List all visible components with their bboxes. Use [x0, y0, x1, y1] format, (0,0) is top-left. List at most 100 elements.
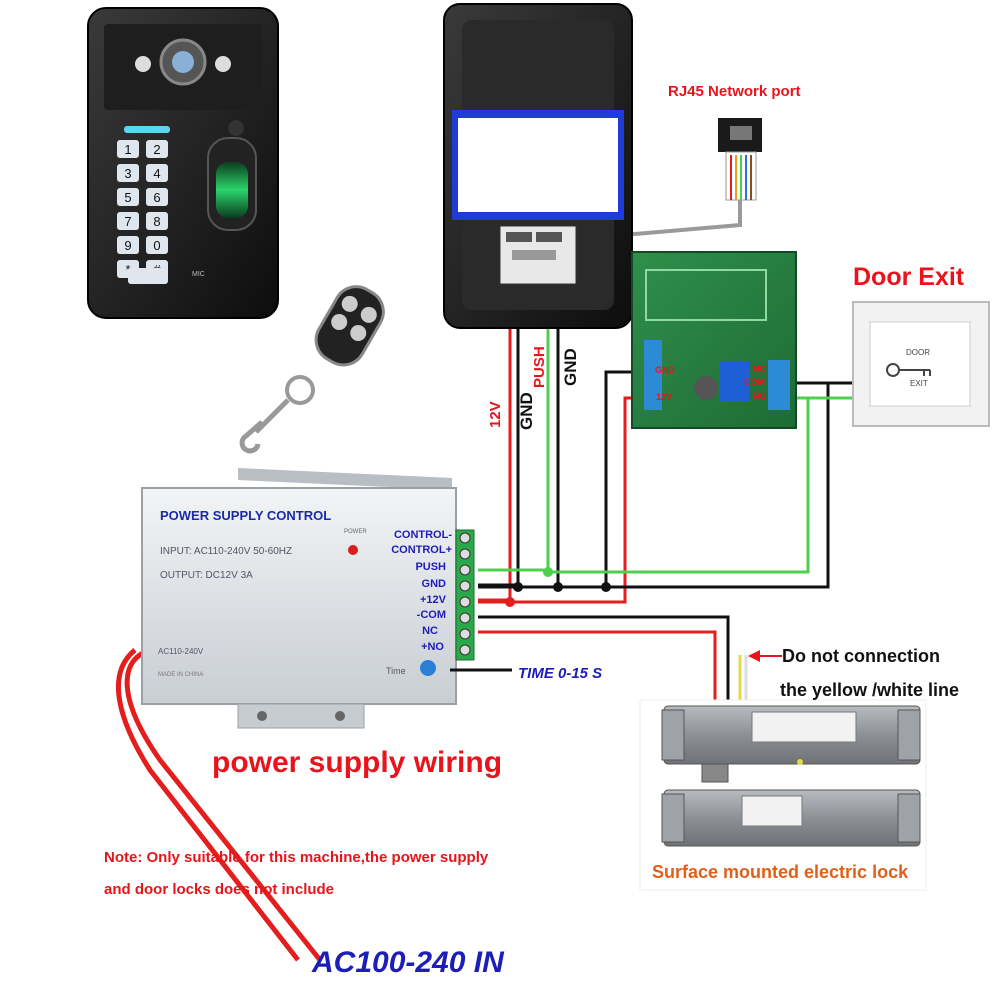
keypad-key[interactable]: 4: [146, 164, 168, 182]
relay-pin-nc: NC: [753, 364, 766, 374]
relay-pin-labels: GND 12V NC COM NO: [655, 364, 767, 402]
keypad-key-label: 3: [124, 166, 131, 181]
ac-input-label: AC100-240 IN: [311, 946, 505, 979]
keypad-key-face: [146, 164, 168, 182]
terminal-plus-12v: +12V: [420, 594, 447, 606]
wire-label-gnd-b: GND: [561, 348, 580, 386]
remote-button: [331, 314, 348, 331]
psu-title: POWER SUPPLY CONTROL: [160, 508, 331, 523]
keypad-key[interactable]: 7: [117, 212, 139, 230]
wire-lock-red: [478, 630, 717, 705]
terminal-screws: [459, 532, 471, 656]
note-line2: and door locks does not include: [104, 881, 334, 898]
terminal-screw-icon: [459, 628, 471, 640]
no-connection-arrow-icon: [748, 650, 782, 662]
wire-label-12v: 12V: [487, 401, 504, 428]
terminal-nc: NC: [422, 625, 438, 637]
wire-label-gnd-a: GND: [517, 392, 536, 430]
keypad-key-face: [146, 236, 168, 254]
junction-dot: [505, 597, 515, 607]
no-connection-line2: the yellow /white line: [780, 680, 959, 700]
key-icon: [886, 363, 931, 377]
keypad-key-label: 5: [124, 190, 131, 205]
terminal-screw-icon: [459, 548, 471, 560]
terminal-control-plus: CONTROL+: [391, 544, 452, 556]
wire-label-push: PUSH: [531, 346, 548, 388]
keypad-key-face: [146, 212, 168, 230]
psu-input-spec: INPUT: AC110-240V 50-60HZ: [160, 546, 292, 557]
keypad-key-face: [117, 188, 139, 206]
relay-pin-no: NO: [753, 391, 767, 401]
keypad-key-label: 8: [153, 214, 160, 229]
keypad-key-label: 0: [153, 238, 160, 253]
power-supply-unit: [141, 468, 475, 729]
terminal-screw-icon: [459, 532, 471, 544]
terminal-screw-icon: [459, 580, 471, 592]
remote-button: [341, 295, 358, 312]
keypad-key-face: [117, 236, 139, 254]
keypad-key[interactable]: 5: [117, 188, 139, 206]
keypad-key-label: 4: [153, 166, 160, 181]
rj45-connector-icon: [718, 118, 762, 201]
terminal-screw-icon: [459, 564, 471, 576]
terminal-screw-icon: [459, 596, 471, 608]
remote-control-fob: [314, 285, 385, 367]
wire-relay-gnd: [478, 370, 645, 589]
psu-terminal-labels: CONTROL- CONTROL+ PUSH GND +12V -COM NC …: [391, 529, 452, 653]
psu-ac-label: AC110-240V: [158, 647, 204, 656]
relay-receiver-board: [631, 251, 797, 429]
junction-dot: [553, 582, 563, 592]
power-indicator-led-icon: [348, 545, 358, 555]
terminal-gnd: GND: [422, 578, 447, 590]
terminal-minus-com: -COM: [417, 609, 446, 621]
keypad-key-label: 7: [124, 214, 131, 229]
remote-button: [360, 306, 377, 323]
mic-label: MIC: [192, 271, 205, 278]
keypad-key[interactable]: 2: [146, 140, 168, 158]
keypad-key-face: [146, 188, 168, 206]
wire-exit-green-down: [550, 398, 810, 574]
keypad-key[interactable]: 9: [117, 236, 139, 254]
keypad-key-label: 2: [153, 142, 160, 157]
keypad-key-face: [146, 140, 168, 158]
keypad-key[interactable]: 3: [117, 164, 139, 182]
exit-button-door-text: DOOR: [906, 348, 930, 357]
terminal-control-minus: CONTROL-: [394, 529, 452, 541]
keypad-key[interactable]: 0: [146, 236, 168, 254]
indoor-monitor-back: [443, 3, 633, 329]
terminal-screw-icon: [459, 644, 471, 656]
keypad-key-face: [117, 212, 139, 230]
junction-dot: [601, 582, 611, 592]
no-connection-line1: Do not connection: [782, 646, 940, 666]
junction-dot: [513, 582, 523, 592]
ac-input-wire-1: [124, 647, 322, 962]
bell-button[interactable]: [128, 268, 168, 284]
time-adjust-knob-icon[interactable]: [420, 660, 436, 676]
rj45-label: RJ45 Network port: [668, 83, 801, 100]
ac-input-wire-2: [115, 648, 300, 962]
door-exit-button: DOOR EXIT: [852, 301, 990, 427]
exit-button-exit-text: EXIT: [910, 379, 928, 388]
note-line1: Note: Only suitable for this machine,the…: [104, 849, 489, 866]
relay-pin-com: COM: [744, 377, 765, 387]
door-exit-title: Door Exit: [853, 263, 965, 291]
relay-pin-12v: 12V: [656, 392, 672, 402]
keypad-key[interactable]: 6: [146, 188, 168, 206]
wire-lock-black: [478, 615, 730, 705]
keypad-key[interactable]: 1: [117, 140, 139, 158]
fingerprint-window-icon: [216, 162, 248, 218]
keypad-key-label: 1: [124, 142, 131, 157]
key-ring-icon: [239, 375, 315, 454]
psu-power-label: POWER: [344, 529, 367, 535]
ir-led-icon: [135, 56, 151, 72]
junction-dot: [543, 567, 553, 577]
electric-lock: [639, 699, 927, 891]
terminal-push: PUSH: [415, 561, 446, 573]
terminal-plus-no: +NO: [421, 641, 444, 653]
relay-pin-gnd: GND: [655, 365, 676, 375]
keypad-key[interactable]: 8: [146, 212, 168, 230]
